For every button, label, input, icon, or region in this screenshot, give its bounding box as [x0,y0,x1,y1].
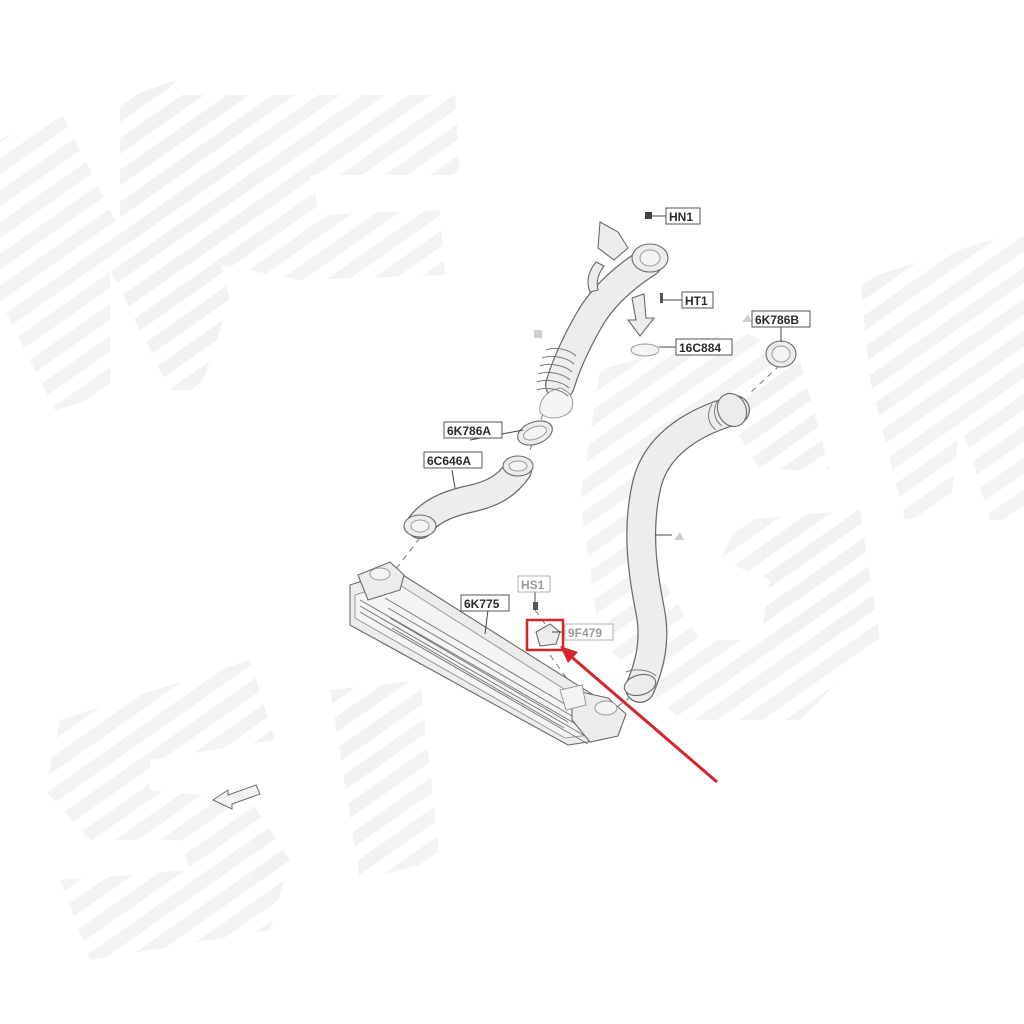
watermark-letter-e [175,95,460,280]
label-text: 6K786B [755,313,799,327]
right-charge-air-hose [623,392,750,703]
label-text: HS1 [521,578,545,592]
watermark-letter-n [0,80,230,410]
part-label-6k786a: 6K786A [443,421,503,439]
upper-charge-air-pipe [536,221,669,419]
part-label-6k775: 6K775 [460,594,510,612]
hose-clamp-6k786b [765,340,797,368]
label-text: 6K786A [447,424,491,438]
watermark-letter-s [45,660,290,960]
label-text: HN1 [669,210,693,224]
hose-clamp-icon [630,343,660,357]
highlight-callout [525,618,718,784]
part-label-hs1: HS1 [517,575,551,593]
highlight-box [525,618,565,652]
part-label-6c646a: 6C646A [423,451,483,469]
watermark-letter-n-right [860,230,1024,520]
bellows-ribs [536,347,577,397]
watermark-letter-g [580,330,880,720]
part-label-9f479: 9F479 [564,623,614,641]
lower-left-pipe [403,455,534,539]
label-text: 16C884 [679,341,721,355]
intercooler-core [349,561,627,746]
part-label-6k786b: 6K786B [751,310,811,328]
intercooler-fins [359,597,596,745]
hose-clamp-6k786a [517,420,553,446]
label-text: 6C646A [427,454,471,468]
label-text: 6K775 [464,597,500,611]
bracket-9f479 [535,623,561,647]
front-direction-arrow-icon [211,784,261,810]
label-text: 9F479 [568,626,602,640]
highlight-arrow-head [560,646,578,663]
part-label-ht1: HT1 [681,291,714,309]
part-label-16c884: 16C884 [675,338,733,356]
part-label-hn1: HN1 [665,207,701,225]
label-text: HT1 [685,294,708,308]
watermark [0,80,1024,960]
highlight-arrow-line [566,651,718,784]
watermark-letter-i [330,680,440,880]
bolt-icon [533,212,752,610]
